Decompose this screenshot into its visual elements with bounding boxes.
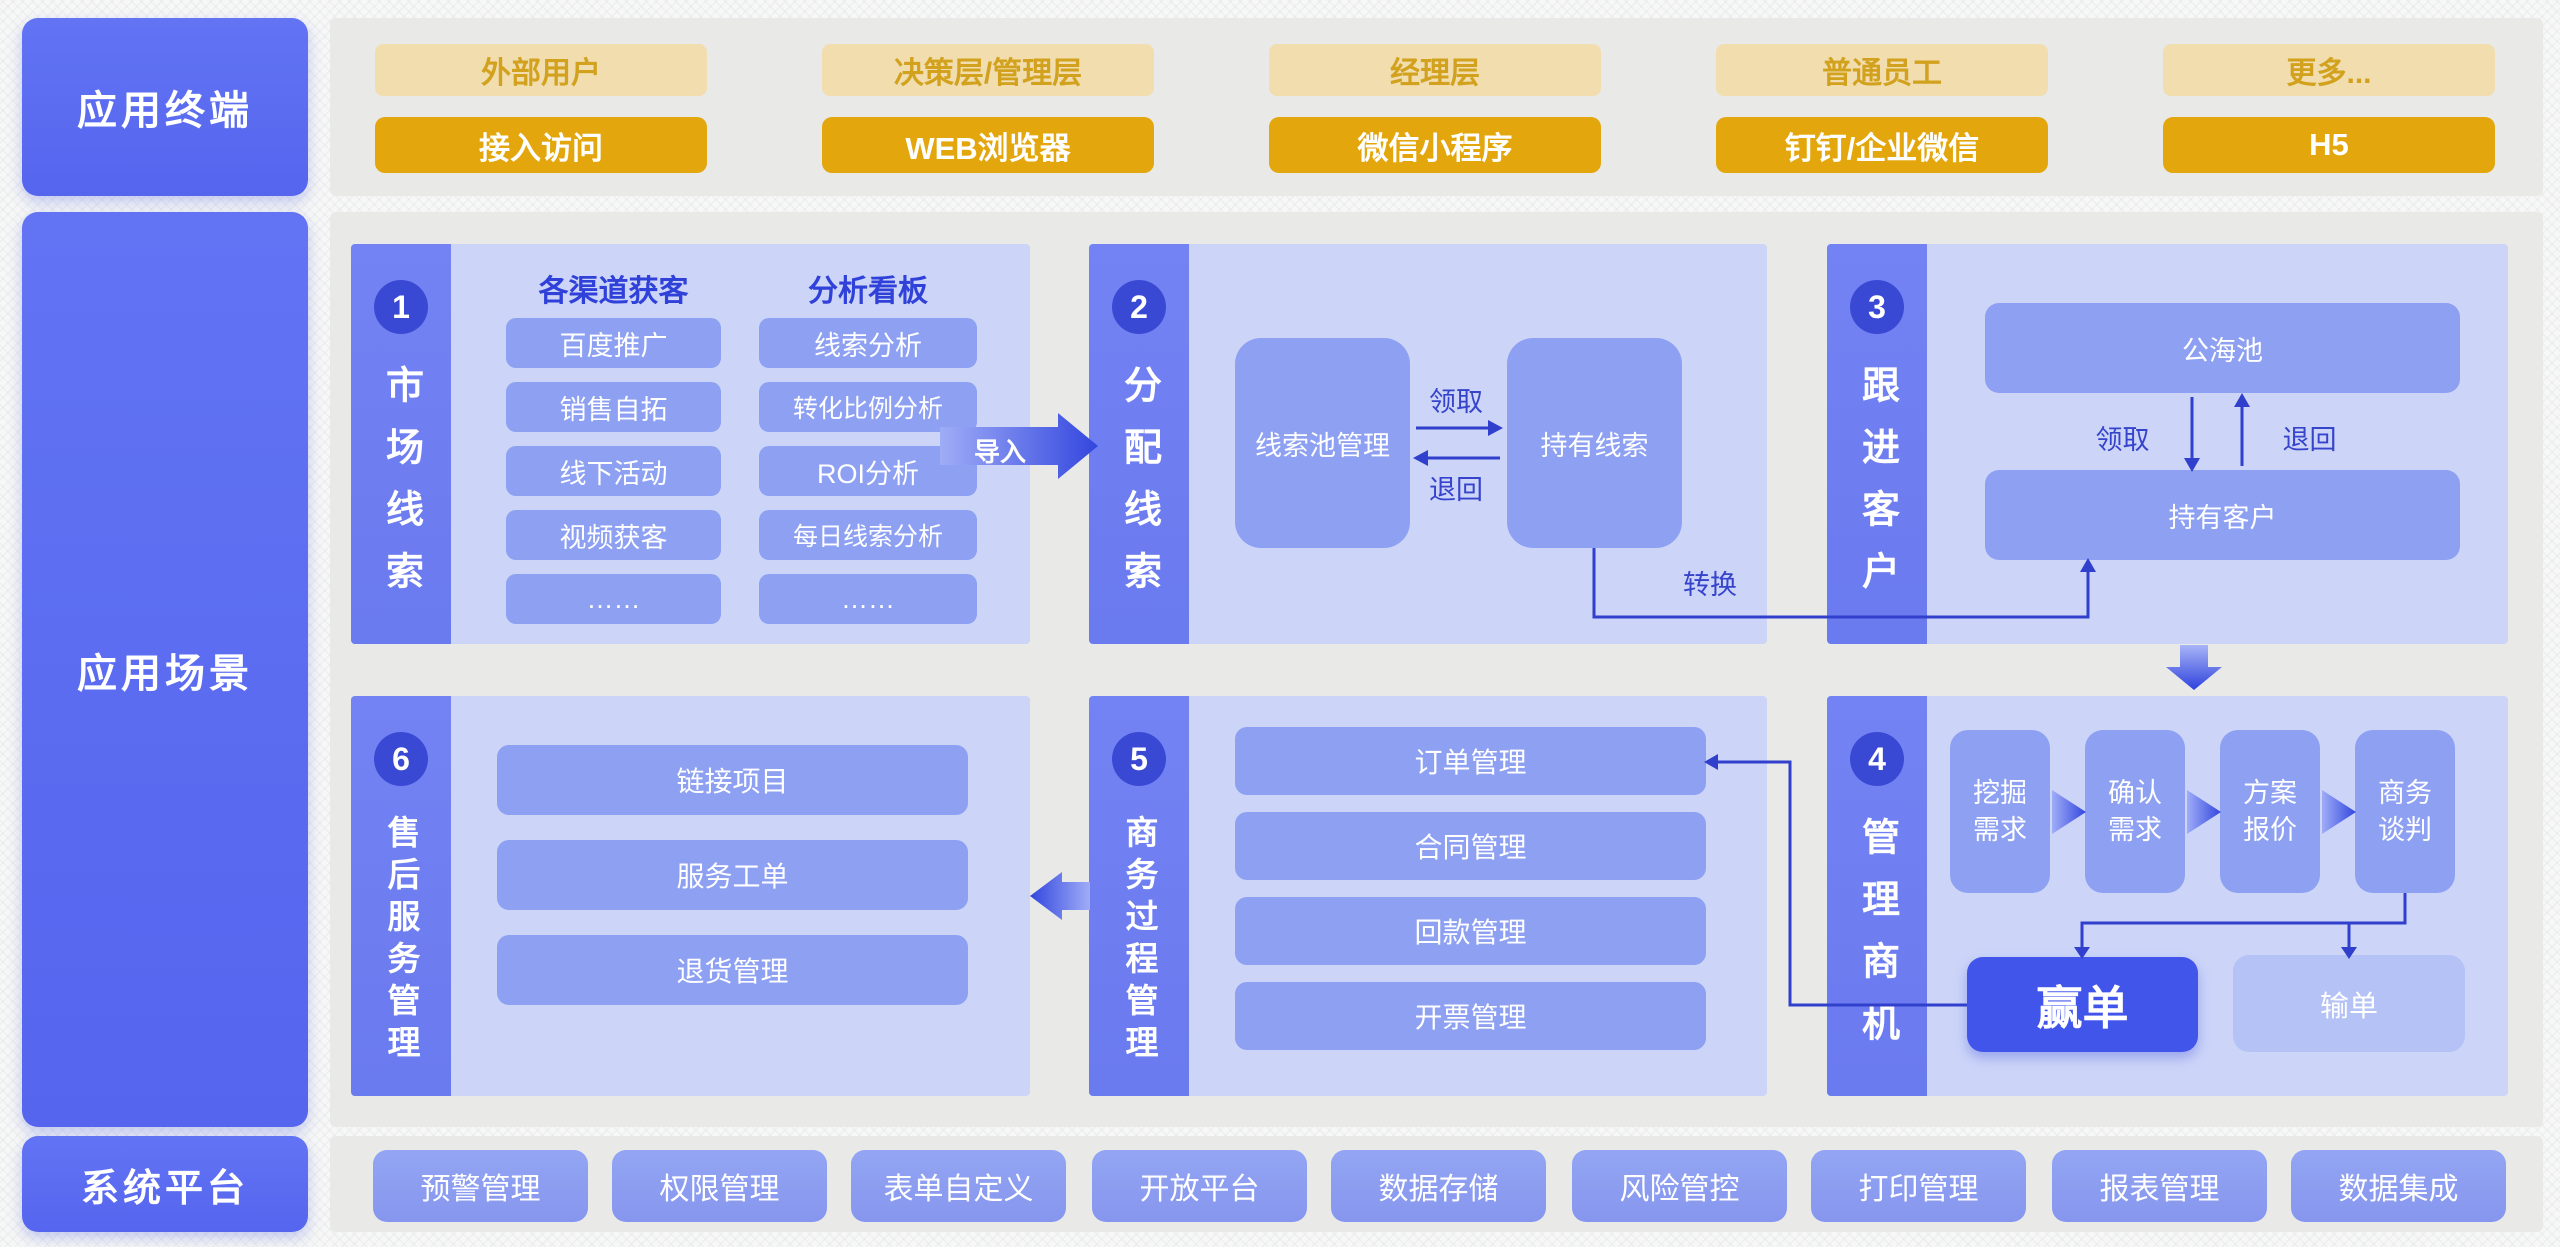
public-pool-box: 公海池 <box>1985 303 2460 393</box>
panel-number-badge: 2 <box>1112 280 1166 334</box>
stage-confirm-needs: 确认需求 <box>2085 730 2185 893</box>
contract-management-box: 合同管理 <box>1235 812 1706 880</box>
platform-risk-control: 风险管控 <box>1572 1150 1787 1222</box>
panel-title: 跟进客户 <box>1855 365 1898 613</box>
convert-label: 转换 <box>1683 570 1737 600</box>
return-label: 退回 <box>2282 425 2337 455</box>
lead-pool-box: 线索池管理 <box>1235 338 1410 548</box>
terminal-role-employees: 普通员工 <box>1716 44 2048 96</box>
panel-follow-customers-bar: 3 跟进客户 <box>1827 244 1927 644</box>
held-leads-box: 持有线索 <box>1507 338 1682 548</box>
panel-number-badge: 4 <box>1850 732 1904 786</box>
service-ticket-box: 服务工单 <box>497 840 968 910</box>
import-label: 导入 <box>973 437 1026 467</box>
platform-alert-management: 预警管理 <box>373 1150 588 1222</box>
platform-open-platform: 开放平台 <box>1092 1150 1307 1222</box>
stage-proposal-quote: 方案报价 <box>2220 730 2320 893</box>
analysis-item: 转化比例分析 <box>759 382 977 432</box>
terminal-channel-dingtalk-wecom: 钉钉/企业微信 <box>1716 117 2048 173</box>
panel-title: 分配线索 <box>1117 365 1160 613</box>
stage-negotiation: 商务谈判 <box>2355 730 2455 893</box>
won-deal-box: 赢单 <box>1967 957 2198 1052</box>
panel-manage-opportunities-bar: 4 管理商机 <box>1827 696 1927 1096</box>
panel-number-badge: 6 <box>374 732 428 786</box>
invoice-management-box: 开票管理 <box>1235 982 1706 1050</box>
claim-label: 领取 <box>1429 387 1483 417</box>
platform-form-customization: 表单自定义 <box>851 1150 1066 1222</box>
terminal-role-more: 更多... <box>2163 44 2495 96</box>
analysis-item: 线索分析 <box>759 318 977 368</box>
sidebar-scenario-label: 应用场景 <box>22 212 308 1127</box>
panel-number-badge: 5 <box>1112 732 1166 786</box>
channel-item-ellipsis: …… <box>506 574 721 624</box>
platform-data-integration: 数据集成 <box>2291 1150 2506 1222</box>
analysis-item: 每日线索分析 <box>759 510 977 560</box>
analysis-item-ellipsis: …… <box>759 574 977 624</box>
return-label: 退回 <box>1429 475 1483 505</box>
panel-business-process-bar: 5 商务过程管理 <box>1089 696 1189 1096</box>
sidebar-terminal-label: 应用终端 <box>22 18 308 196</box>
platform-print-management: 打印管理 <box>1811 1150 2026 1222</box>
claim-label: 领取 <box>2095 425 2150 455</box>
terminal-channel-access: 接入访问 <box>375 117 707 173</box>
platform-permission-management: 权限管理 <box>612 1150 827 1222</box>
panel-title: 管理商机 <box>1855 817 1898 1065</box>
panel-title: 售后服务管理 <box>383 815 420 1067</box>
terminal-channel-h5: H5 <box>2163 117 2495 173</box>
order-management-box: 订单管理 <box>1235 727 1706 795</box>
panel-title: 市场线索 <box>379 365 422 613</box>
terminal-role-external-users: 外部用户 <box>375 44 707 96</box>
platform-report-management: 报表管理 <box>2052 1150 2267 1222</box>
lost-deal-box: 输单 <box>2233 955 2465 1052</box>
panel-number-badge: 3 <box>1850 280 1904 334</box>
payment-management-box: 回款管理 <box>1235 897 1706 965</box>
held-customers-box: 持有客户 <box>1985 470 2460 560</box>
panel-number-badge: 1 <box>374 280 428 334</box>
returns-box: 退货管理 <box>497 935 968 1005</box>
stage-discover-needs: 挖掘需求 <box>1950 730 2050 893</box>
analysis-column-header: 分析看板 <box>808 275 928 308</box>
panel-after-sales-bar: 6 售后服务管理 <box>351 696 451 1096</box>
linked-projects-box: 链接项目 <box>497 745 968 815</box>
panel-title: 商务过程管理 <box>1121 815 1158 1067</box>
terminal-role-management: 决策层/管理层 <box>822 44 1154 96</box>
channel-item: 视频获客 <box>506 510 721 560</box>
channel-column-header: 各渠道获客 <box>538 275 689 308</box>
terminal-channel-wechat-miniprogram: 微信小程序 <box>1269 117 1601 173</box>
platform-data-storage: 数据存储 <box>1331 1150 1546 1222</box>
panel-market-leads-bar: 1 市场线索 <box>351 244 451 644</box>
channel-item: 百度推广 <box>506 318 721 368</box>
channel-item: 线下活动 <box>506 446 721 496</box>
channel-item: 销售自拓 <box>506 382 721 432</box>
terminal-channel-web-browser: WEB浏览器 <box>822 117 1154 173</box>
panel-assign-leads-bar: 2 分配线索 <box>1089 244 1189 644</box>
sidebar-platform-label: 系统平台 <box>22 1136 308 1232</box>
terminal-role-managers: 经理层 <box>1269 44 1601 96</box>
